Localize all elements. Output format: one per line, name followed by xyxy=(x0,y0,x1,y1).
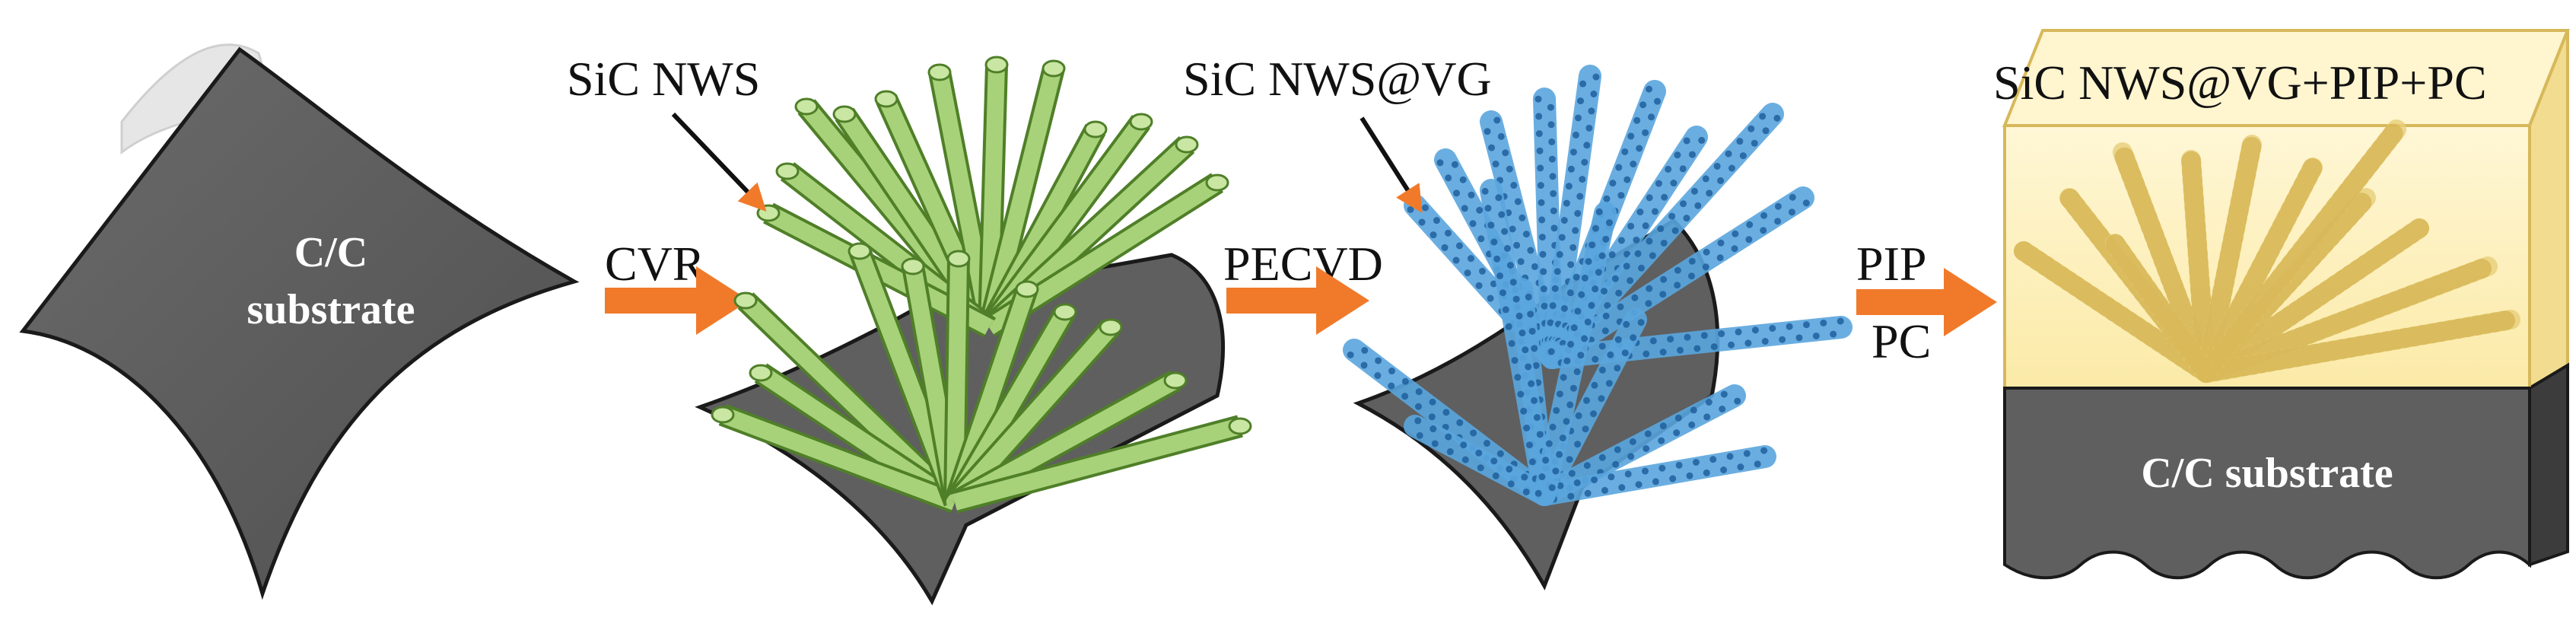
substrate-label-line-1: C/C xyxy=(294,229,367,276)
stage-final: SiC NWS@VG+PIP+PC C/C substrate xyxy=(1993,29,2570,580)
step-cvr-label: CVR xyxy=(605,237,705,291)
final-substrate-label: C/C substrate xyxy=(2141,450,2393,497)
vg-coated-rod xyxy=(1541,316,1852,369)
stage-final-label: SiC NWS@VG+PIP+PC xyxy=(1993,56,2487,110)
embedded-rod xyxy=(2196,135,2262,383)
step-pip-pc-arrow xyxy=(1856,268,1997,336)
vg-coated-rod xyxy=(1533,445,1776,506)
stage-sic-nws-vg: SiC NWS@VG xyxy=(1183,52,1852,591)
embedded-nanowire-bundle xyxy=(2014,119,2520,383)
stage-sic-nws-pointer xyxy=(671,112,767,212)
embedded-rod xyxy=(2196,310,2520,383)
embedded-rod xyxy=(2196,218,2429,383)
vg-coated-rod xyxy=(1404,415,1556,506)
nanowire-rod xyxy=(952,415,1252,514)
nanowire-rod xyxy=(946,318,1123,510)
nanowire-rod xyxy=(711,403,959,514)
step-pip-label: PIP xyxy=(1856,237,1927,291)
embedded-rod xyxy=(2105,234,2216,383)
stage-substrate: C/C substrate xyxy=(19,43,580,600)
nanowire-rod xyxy=(943,250,971,503)
step-cvr-arrow xyxy=(605,266,749,335)
step-pc-label: PC xyxy=(1872,314,1931,368)
vg-coated-rod xyxy=(1533,202,1617,506)
embedded-rod xyxy=(2196,119,2406,383)
stage-sic-nws-label: SiC NWS xyxy=(567,52,760,106)
step-pip-pc: PIP PC xyxy=(1856,237,1997,368)
substrate-sheet xyxy=(19,46,580,600)
step-pecvd-arrow xyxy=(1226,266,1369,335)
step-pecvd-label: PECVD xyxy=(1223,237,1383,291)
substrate-side-face xyxy=(2528,362,2569,567)
substrate-label-line-2: substrate xyxy=(247,286,415,333)
nanowire-bundle xyxy=(711,56,1252,514)
stage-sic-nws-vg-pointer xyxy=(1360,116,1423,214)
vg-coated-nanowire-bundle xyxy=(1343,65,1852,506)
stage-sic-nws-vg-label: SiC NWS@VG xyxy=(1183,52,1492,106)
step-pecvd: PECVD xyxy=(1223,237,1383,335)
step-cvr: CVR xyxy=(605,237,749,335)
final-substrate-block xyxy=(2003,387,2531,580)
vg-coated-rod xyxy=(1480,179,1556,506)
stage-sic-nws: SiC NWS xyxy=(567,52,1252,606)
embedded-rod xyxy=(2014,241,2216,383)
